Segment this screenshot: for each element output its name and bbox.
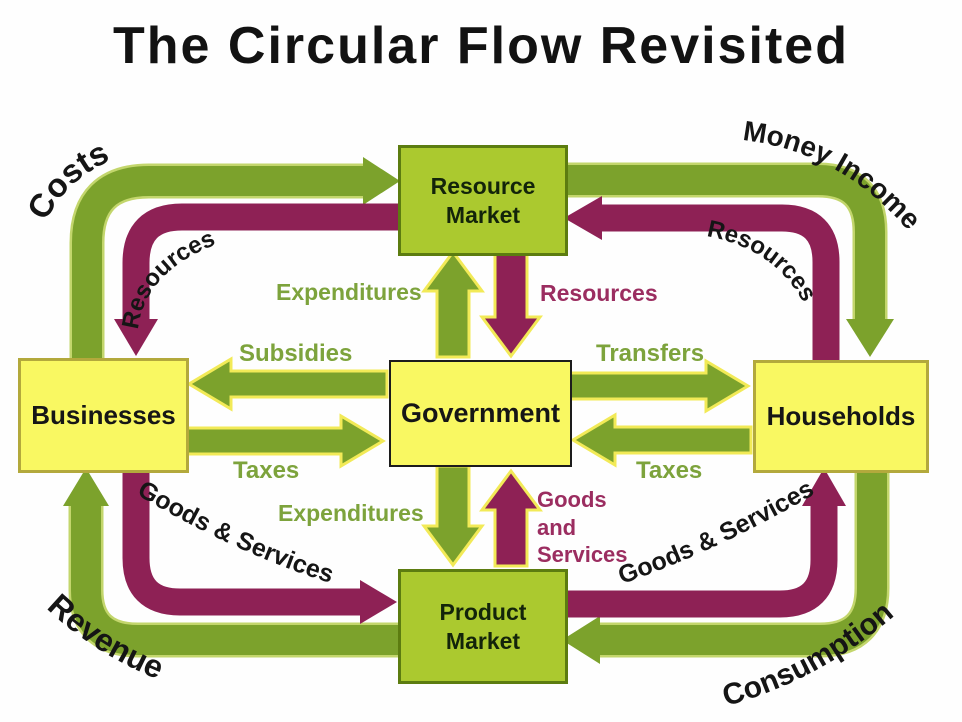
transfers-label: Transfers [596,340,705,367]
resources-center-label: Resources [540,280,658,306]
page-title: The Circular Flow Revisited [113,17,849,75]
expenditures-government-to-product-market-arrow [421,464,485,568]
node-resource-market-label: Resource Market [430,172,536,228]
node-businesses-label: Businesses [31,400,176,430]
resources-households-to-resource-market-arrow [564,196,840,360]
svg-text:Goods & Services: Goods & Services [133,475,337,589]
node-product-market: Product Market [398,569,568,684]
taxes-households-label: Taxes [636,457,703,484]
node-households: Households [753,360,929,473]
node-businesses: Businesses [18,358,189,473]
node-resource-market: Resource Market [398,145,568,256]
resources-resource-market-to-government-arrow [479,251,543,359]
node-government-label: Government [400,398,561,428]
node-households-label: Households [766,401,916,431]
subsidies-government-to-businesses-arrow [186,356,389,412]
resources-resource-market-to-businesses-arrow [114,203,398,356]
goods-services-businesses-to-product-market-arrow [122,467,397,624]
money-income-flow-arrow [562,162,894,357]
transfers-government-to-households-arrow [568,358,751,414]
taxes-households-to-government-arrow [570,412,753,468]
goods-services-bottom-left-label: Goods & Services [133,475,337,589]
expenditures-top-label: Expenditures [276,279,422,305]
node-government: Government [389,360,572,467]
taxes-businesses-to-government-arrow [184,413,386,469]
costs-flow-arrow [69,157,400,358]
goods-services-product-market-to-government-arrow [479,468,543,568]
goods-services-product-market-to-households-arrow [562,468,846,618]
revenue-flow-arrow [63,468,398,658]
expenditures-bottom-label: Expenditures [278,500,424,526]
goods-services-bottom-right-label: Goods & Services [615,474,819,589]
svg-text:Goods & Services: Goods & Services [615,474,819,589]
expenditures-government-to-resource-market-arrow [421,249,485,359]
node-product-market-label: Product Market [439,598,527,654]
subsidies-label: Subsidies [239,340,353,367]
goods-and-services-center-label: Goods and Services [537,487,628,567]
consumption-flow-arrow [562,467,890,664]
taxes-businesses-label: Taxes [233,457,300,484]
